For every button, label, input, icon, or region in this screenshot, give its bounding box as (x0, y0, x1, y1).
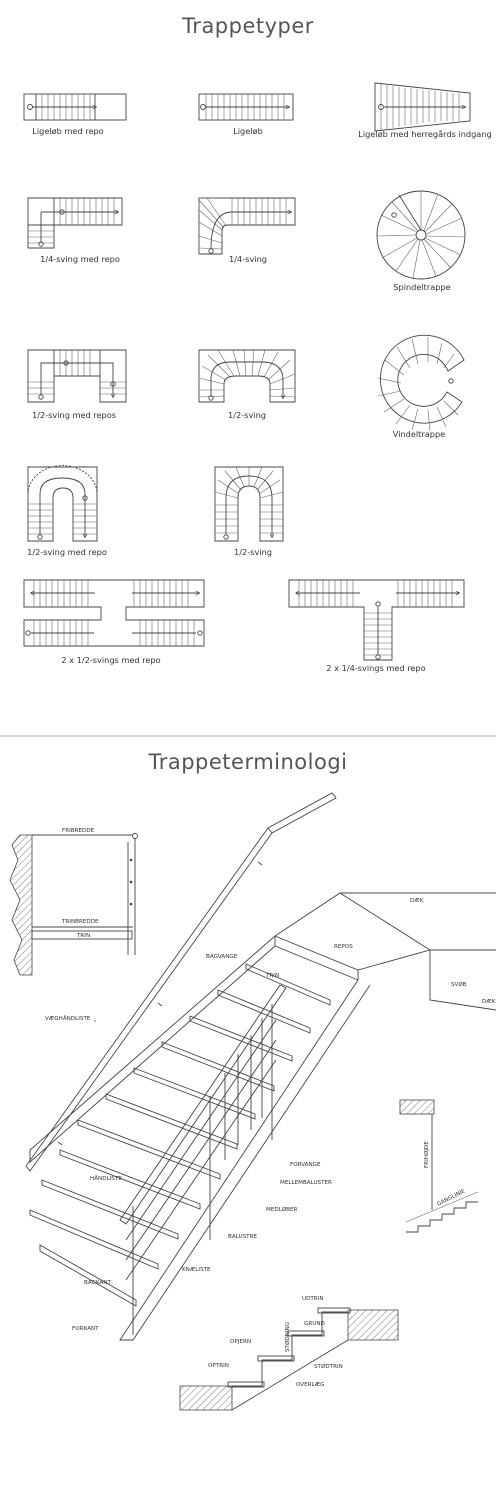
caption-kvart-sving-med-repo: 1/4-sving med repo (40, 254, 120, 264)
types-title: Trappetyper (181, 14, 314, 38)
label-medlober: MEDLØBER (266, 1206, 298, 1213)
plan-halv-sving-b (214, 466, 284, 542)
label-opjern: OPJERN (230, 1339, 251, 1345)
caption-halv-sving-b: 1/2-sving (234, 547, 272, 557)
staircase-isometric (29, 892, 496, 1341)
plan-halv-sving-a (198, 349, 296, 403)
caption-to-kvart-svings: 2 x 1/4-svings med repo (326, 663, 425, 673)
label-bagvange: BAGVANGE (206, 954, 238, 960)
label-bagkant: BAGKANT (84, 1280, 111, 1286)
plan-halv-sving-med-repo (27, 465, 98, 542)
label-handliste: HÅNDLISTE (90, 1175, 122, 1182)
leader-vaeghandliste (93, 1019, 97, 1023)
label-frihojde: FRIHØJDE (423, 1141, 430, 1168)
label-balustre: BALUSTRE (228, 1234, 257, 1240)
plan-ligelob-herregard (374, 82, 471, 132)
caption-ligelob-med-repo: Ligeløb med repo (32, 126, 103, 136)
caption-vindeltrappe: Vindeltrappe (393, 429, 445, 439)
caption-ligelob-herregard: Ligeløb med herregårds indgang (358, 129, 491, 139)
plan-halv-sving-med-repos (27, 349, 127, 403)
label-svob: SVØB (451, 981, 467, 988)
caption-ligelob: Ligeløb (233, 126, 263, 136)
label-stodning: STØDNING (284, 1322, 291, 1352)
label-fribredde: FRIBREDDE (62, 828, 95, 834)
caption-kvart-sving: 1/4-sving (229, 254, 267, 264)
caption-spindeltrappe: Spindeltrappe (393, 282, 450, 292)
label-udtrin: UDTRIN (302, 1296, 324, 1302)
clear-width-detail (9, 833, 138, 976)
label-forkant: FORKANT (72, 1326, 99, 1332)
plan-ligelob (198, 93, 294, 121)
plan-kvart-sving (198, 197, 296, 255)
label-trin: TRIN (265, 973, 279, 979)
label-stodtrin: STØDTRIN (314, 1363, 343, 1370)
tread-section-detail (179, 1307, 399, 1411)
plan-to-halv-svings (23, 579, 205, 647)
caption-to-halv-svings: 2 x 1/2-svings med repo (61, 655, 160, 665)
label-vaeghandliste: VÆGHÅNDLISTE (45, 1015, 91, 1022)
label-overlaeg: OVERLÆG (296, 1382, 324, 1388)
label-trin-small: TRIN (76, 933, 90, 939)
label-daek: DÆK (410, 898, 424, 904)
label-ganglinie: GANGLINIE (436, 1188, 467, 1208)
plan-kvart-sving-med-repo (27, 197, 123, 249)
label-repos: REPOS (334, 944, 353, 950)
plan-spindeltrappe (376, 190, 466, 280)
label-mellembaluster: MELLEMBALUSTER (280, 1180, 332, 1186)
label-knaeliste: KNÆLISTE (182, 1267, 211, 1273)
plan-ligelob-med-repo (23, 93, 127, 121)
plan-vindeltrappe (377, 334, 465, 432)
label-optrin: OPTRIN (208, 1363, 229, 1369)
label-forvange: FORVANGE (290, 1162, 321, 1168)
terminology-title: Trappeterminologi (147, 750, 347, 774)
label-daek-edge: DÆK (482, 999, 496, 1005)
caption-halv-sving-med-repos: 1/2-sving med repos (32, 410, 116, 420)
caption-halv-sving-med-repo: 1/2-sving med repo (27, 547, 107, 557)
label-trinbredde: TRINBREDDE (61, 919, 99, 925)
headroom-detail (399, 1099, 479, 1233)
caption-halv-sving-a: 1/2-sving (228, 410, 266, 420)
label-grund: GRUND (304, 1321, 325, 1327)
wall-handrail (25, 792, 337, 1172)
plan-to-kvart-svings (288, 579, 465, 661)
